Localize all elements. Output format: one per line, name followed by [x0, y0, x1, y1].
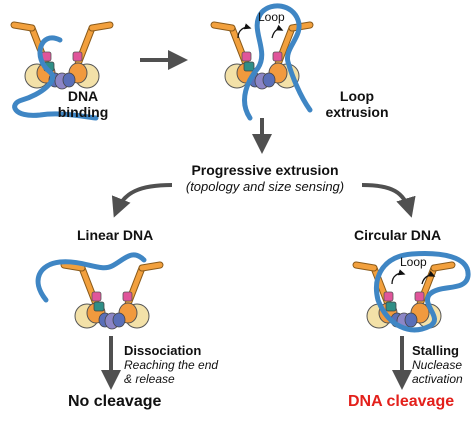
dissociation-sub1: Reaching the end	[124, 357, 219, 372]
stalling-sub2: activation	[412, 371, 463, 386]
outcome-no-cleavage: No cleavage	[68, 393, 162, 410]
dissociation-title: Dissociation	[124, 343, 202, 358]
step-dna-binding-line2: binding	[57, 104, 109, 121]
outcome-dna-cleavage: DNA cleavage	[348, 393, 455, 410]
dna-strand-linear	[35, 252, 147, 303]
stalling-title: Stalling	[412, 343, 459, 358]
complex-linear-dna	[35, 252, 160, 329]
dna-strand-extrusion	[242, 3, 313, 121]
dissociation-sub2: & release	[124, 371, 175, 386]
step-loop-extrusion-line2: extrusion	[325, 104, 389, 121]
complex-circular-dna	[356, 251, 471, 333]
circular-dna-title: Circular DNA	[354, 227, 442, 243]
step-loop-extrusion-label: Loop extrusion	[312, 88, 402, 120]
arrow-branch-circular	[361, 183, 416, 218]
dna-strand-binding	[12, 35, 99, 121]
loop-label-top: Loop	[258, 10, 285, 24]
complex-loop-extrusion	[214, 3, 313, 121]
progressive-extrusion-subtitle: (topology and size sensing)	[185, 179, 345, 194]
complex-dna-binding	[12, 25, 110, 121]
step-dna-binding-label: DNA binding	[48, 88, 118, 120]
step-dna-binding-line1: DNA	[67, 88, 99, 104]
progressive-extrusion-title: Progressive extrusion	[191, 162, 339, 178]
stalling-label: Stalling Nuclease activation	[412, 343, 463, 387]
arrow-branch-linear	[111, 183, 173, 218]
loop-label-circular: Loop	[400, 255, 427, 269]
dna-strand-circular	[374, 251, 471, 333]
linear-dna-title: Linear DNA	[77, 227, 154, 243]
step-loop-extrusion-line1: Loop	[339, 88, 375, 104]
dissociation-label: Dissociation Reaching the end & release	[124, 343, 219, 387]
stalling-sub1: Nuclease	[412, 357, 463, 372]
